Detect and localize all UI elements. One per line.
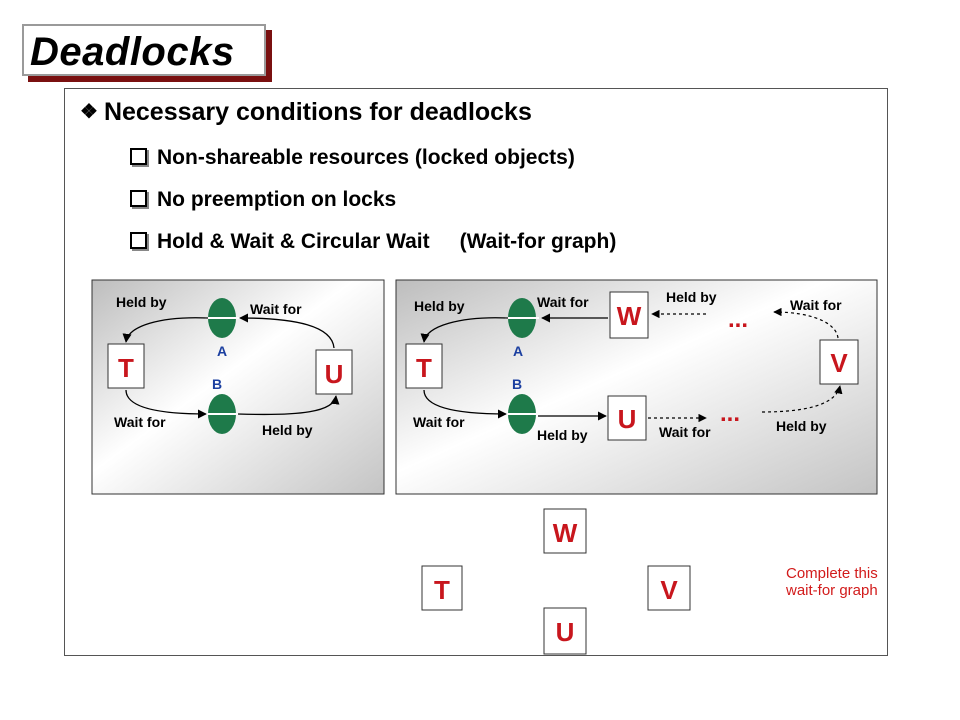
node-u-label: U xyxy=(325,359,344,389)
sub-bullet-2: No preemption on locks xyxy=(130,188,396,212)
exercise-note: Complete this wait-for graph xyxy=(786,565,878,599)
node-w-label: W xyxy=(617,301,642,331)
square-bullet-icon xyxy=(130,190,147,207)
sub-bullet-text-extra: (Wait-for graph) xyxy=(459,230,617,253)
ellipsis-bottom: ... xyxy=(720,400,740,427)
sub-bullet-text: No preemption on locks xyxy=(157,188,397,211)
diagram1: T U A B Held by Wait for Wait for Held b… xyxy=(107,294,353,438)
edge-b-held-by-u xyxy=(237,395,340,416)
node-v xyxy=(819,339,859,385)
page-title: Deadlocks xyxy=(30,30,235,74)
node-t xyxy=(107,343,145,389)
sub-bullet-text: Hold & Wait & Circular Wait xyxy=(157,230,430,253)
object-a-label: A xyxy=(217,343,227,359)
sub-bullet-text: Non-shareable resources (locked objects) xyxy=(157,146,575,169)
node-v-label: V xyxy=(830,348,848,378)
node-u xyxy=(607,395,647,441)
graph-node-u xyxy=(543,607,587,655)
title-block: Deadlocks xyxy=(22,24,277,86)
graph-node-v-label: V xyxy=(660,575,678,605)
graph-node-t xyxy=(421,565,463,611)
content-frame xyxy=(64,88,888,656)
label-wait-for: Wait for xyxy=(250,301,302,317)
main-bullet-text: Necessary conditions for deadlocks xyxy=(103,98,532,126)
node-t-label: T xyxy=(118,353,134,383)
label-held-by: Held by xyxy=(116,294,167,310)
label-held-by: Held by xyxy=(666,289,717,305)
edge-u-wait-for-a xyxy=(239,313,335,349)
object-b-label: B xyxy=(512,376,522,392)
graph-node-u-label: U xyxy=(556,617,575,647)
label-held-by: Held by xyxy=(262,422,313,438)
sub-bullet-3: Hold & Wait & Circular Wait (Wait-for gra… xyxy=(130,230,616,254)
label-wait-for: Wait for xyxy=(114,414,166,430)
node-u-label: U xyxy=(618,404,637,434)
label-wait-for: Wait for xyxy=(537,294,589,310)
edge-a-held-by-t xyxy=(420,317,509,343)
graph-node-v xyxy=(647,565,691,611)
ellipsis-top: ... xyxy=(728,306,748,333)
edge-a-held-by-t xyxy=(122,317,209,343)
label-wait-for: Wait for xyxy=(790,297,842,313)
title-box: Deadlocks xyxy=(22,24,266,76)
node-u xyxy=(315,349,353,395)
graph-node-w xyxy=(543,508,587,554)
edge-held-by-v xyxy=(761,385,843,413)
diagram2: T W U V A B ... ... Held by Wait for Hel… xyxy=(405,289,859,443)
node-w xyxy=(609,291,649,339)
exercise-graph: W T V U xyxy=(421,508,691,655)
object-a-label: A xyxy=(513,343,523,359)
square-bullet-icon xyxy=(130,232,147,249)
label-wait-for: Wait for xyxy=(659,424,711,440)
sub-bullet-1: Non-shareable resources (locked objects) xyxy=(130,146,575,170)
graph-node-w-label: W xyxy=(553,518,578,548)
label-held-by: Held by xyxy=(776,418,827,434)
edge-t-wait-for-b xyxy=(125,389,207,419)
graph-node-t-label: T xyxy=(434,575,450,605)
node-t xyxy=(405,343,443,389)
square-bullet-icon xyxy=(130,148,147,165)
diamond-bullet-icon: ❖ xyxy=(80,101,98,123)
node-t-label: T xyxy=(416,353,432,383)
edge-t-wait-for-b xyxy=(423,389,507,419)
object-b-label: B xyxy=(212,376,222,392)
label-held-by: Held by xyxy=(537,427,588,443)
main-bullet: ❖Necessary conditions for deadlocks xyxy=(80,98,532,127)
label-wait-for: Wait for xyxy=(413,414,465,430)
label-held-by: Held by xyxy=(414,298,465,314)
